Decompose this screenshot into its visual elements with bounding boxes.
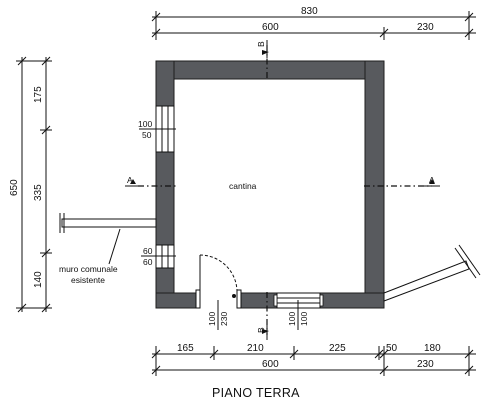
section-b-label-top: B bbox=[256, 41, 266, 47]
door-jamb-right bbox=[236, 289, 242, 309]
wall-note-line-1: muro comunale bbox=[59, 264, 118, 274]
section-a-label-left: A bbox=[127, 175, 133, 185]
dim-bottom-600: 600 bbox=[262, 359, 279, 370]
wall-bottom-right bbox=[319, 292, 385, 309]
wall-bottom-left bbox=[155, 292, 197, 309]
dim-top-600: 600 bbox=[262, 22, 279, 33]
wall-note-leader bbox=[108, 228, 121, 265]
dim-window-left-bottom-sill: 60 bbox=[143, 257, 153, 267]
opening-dimensions: 100 50 60 60 100 230 100 100 bbox=[138, 119, 309, 330]
wall-left-upper bbox=[155, 60, 175, 107]
dim-bottom-230: 230 bbox=[417, 359, 434, 370]
dim-left-total: 650 bbox=[9, 179, 20, 196]
wall-left-middle bbox=[155, 151, 175, 246]
dim-bottom-180: 180 bbox=[424, 343, 441, 354]
top-dimensions: 830 600 230 bbox=[151, 6, 476, 40]
plan-title: PIANO TERRA bbox=[212, 386, 300, 400]
windows bbox=[155, 105, 324, 309]
municipal-wall bbox=[59, 213, 157, 265]
door-jamb-left bbox=[195, 289, 201, 309]
dim-door-height: 230 bbox=[219, 312, 229, 326]
dim-door-width: 100 bbox=[207, 312, 217, 326]
dim-left-335: 335 bbox=[33, 184, 44, 201]
dim-top-230: 230 bbox=[417, 22, 434, 33]
walls bbox=[155, 60, 385, 309]
dim-bottom-165: 165 bbox=[177, 343, 194, 354]
door bbox=[199, 254, 238, 298]
bottom-dimensions: 165 210 225 50 180 600 230 bbox=[151, 343, 476, 376]
door-swing-arc bbox=[199, 254, 238, 293]
section-b-label-bottom: B bbox=[256, 327, 266, 333]
wall-right bbox=[364, 60, 385, 309]
dim-bottom-210: 210 bbox=[247, 343, 264, 354]
dim-window-left-bottom-height: 60 bbox=[143, 246, 153, 256]
door-hinge bbox=[232, 294, 236, 298]
diagonal-wall bbox=[383, 244, 481, 302]
wall-bottom-middle bbox=[240, 292, 278, 309]
section-a-label-right: A bbox=[429, 175, 435, 185]
dim-window-bottom-height: 100 bbox=[299, 312, 309, 326]
wall-top bbox=[155, 60, 385, 80]
left-dimensions: 650 175 335 140 bbox=[9, 56, 52, 313]
dim-window-left-top-height: 100 bbox=[138, 119, 152, 129]
dim-left-175: 175 bbox=[33, 86, 44, 103]
dim-left-140: 140 bbox=[33, 271, 44, 288]
dim-top-total: 830 bbox=[301, 6, 318, 17]
dim-bottom-225: 225 bbox=[329, 343, 346, 354]
dim-window-bottom-width: 100 bbox=[287, 312, 297, 326]
wall-note-line-2: esistente bbox=[71, 275, 105, 285]
room-label: cantina bbox=[229, 181, 257, 191]
dim-window-left-top-sill: 50 bbox=[142, 130, 152, 140]
section-b-line: B B bbox=[256, 40, 269, 340]
section-a-line: A A bbox=[125, 175, 440, 187]
dim-bottom-50: 50 bbox=[386, 343, 398, 354]
